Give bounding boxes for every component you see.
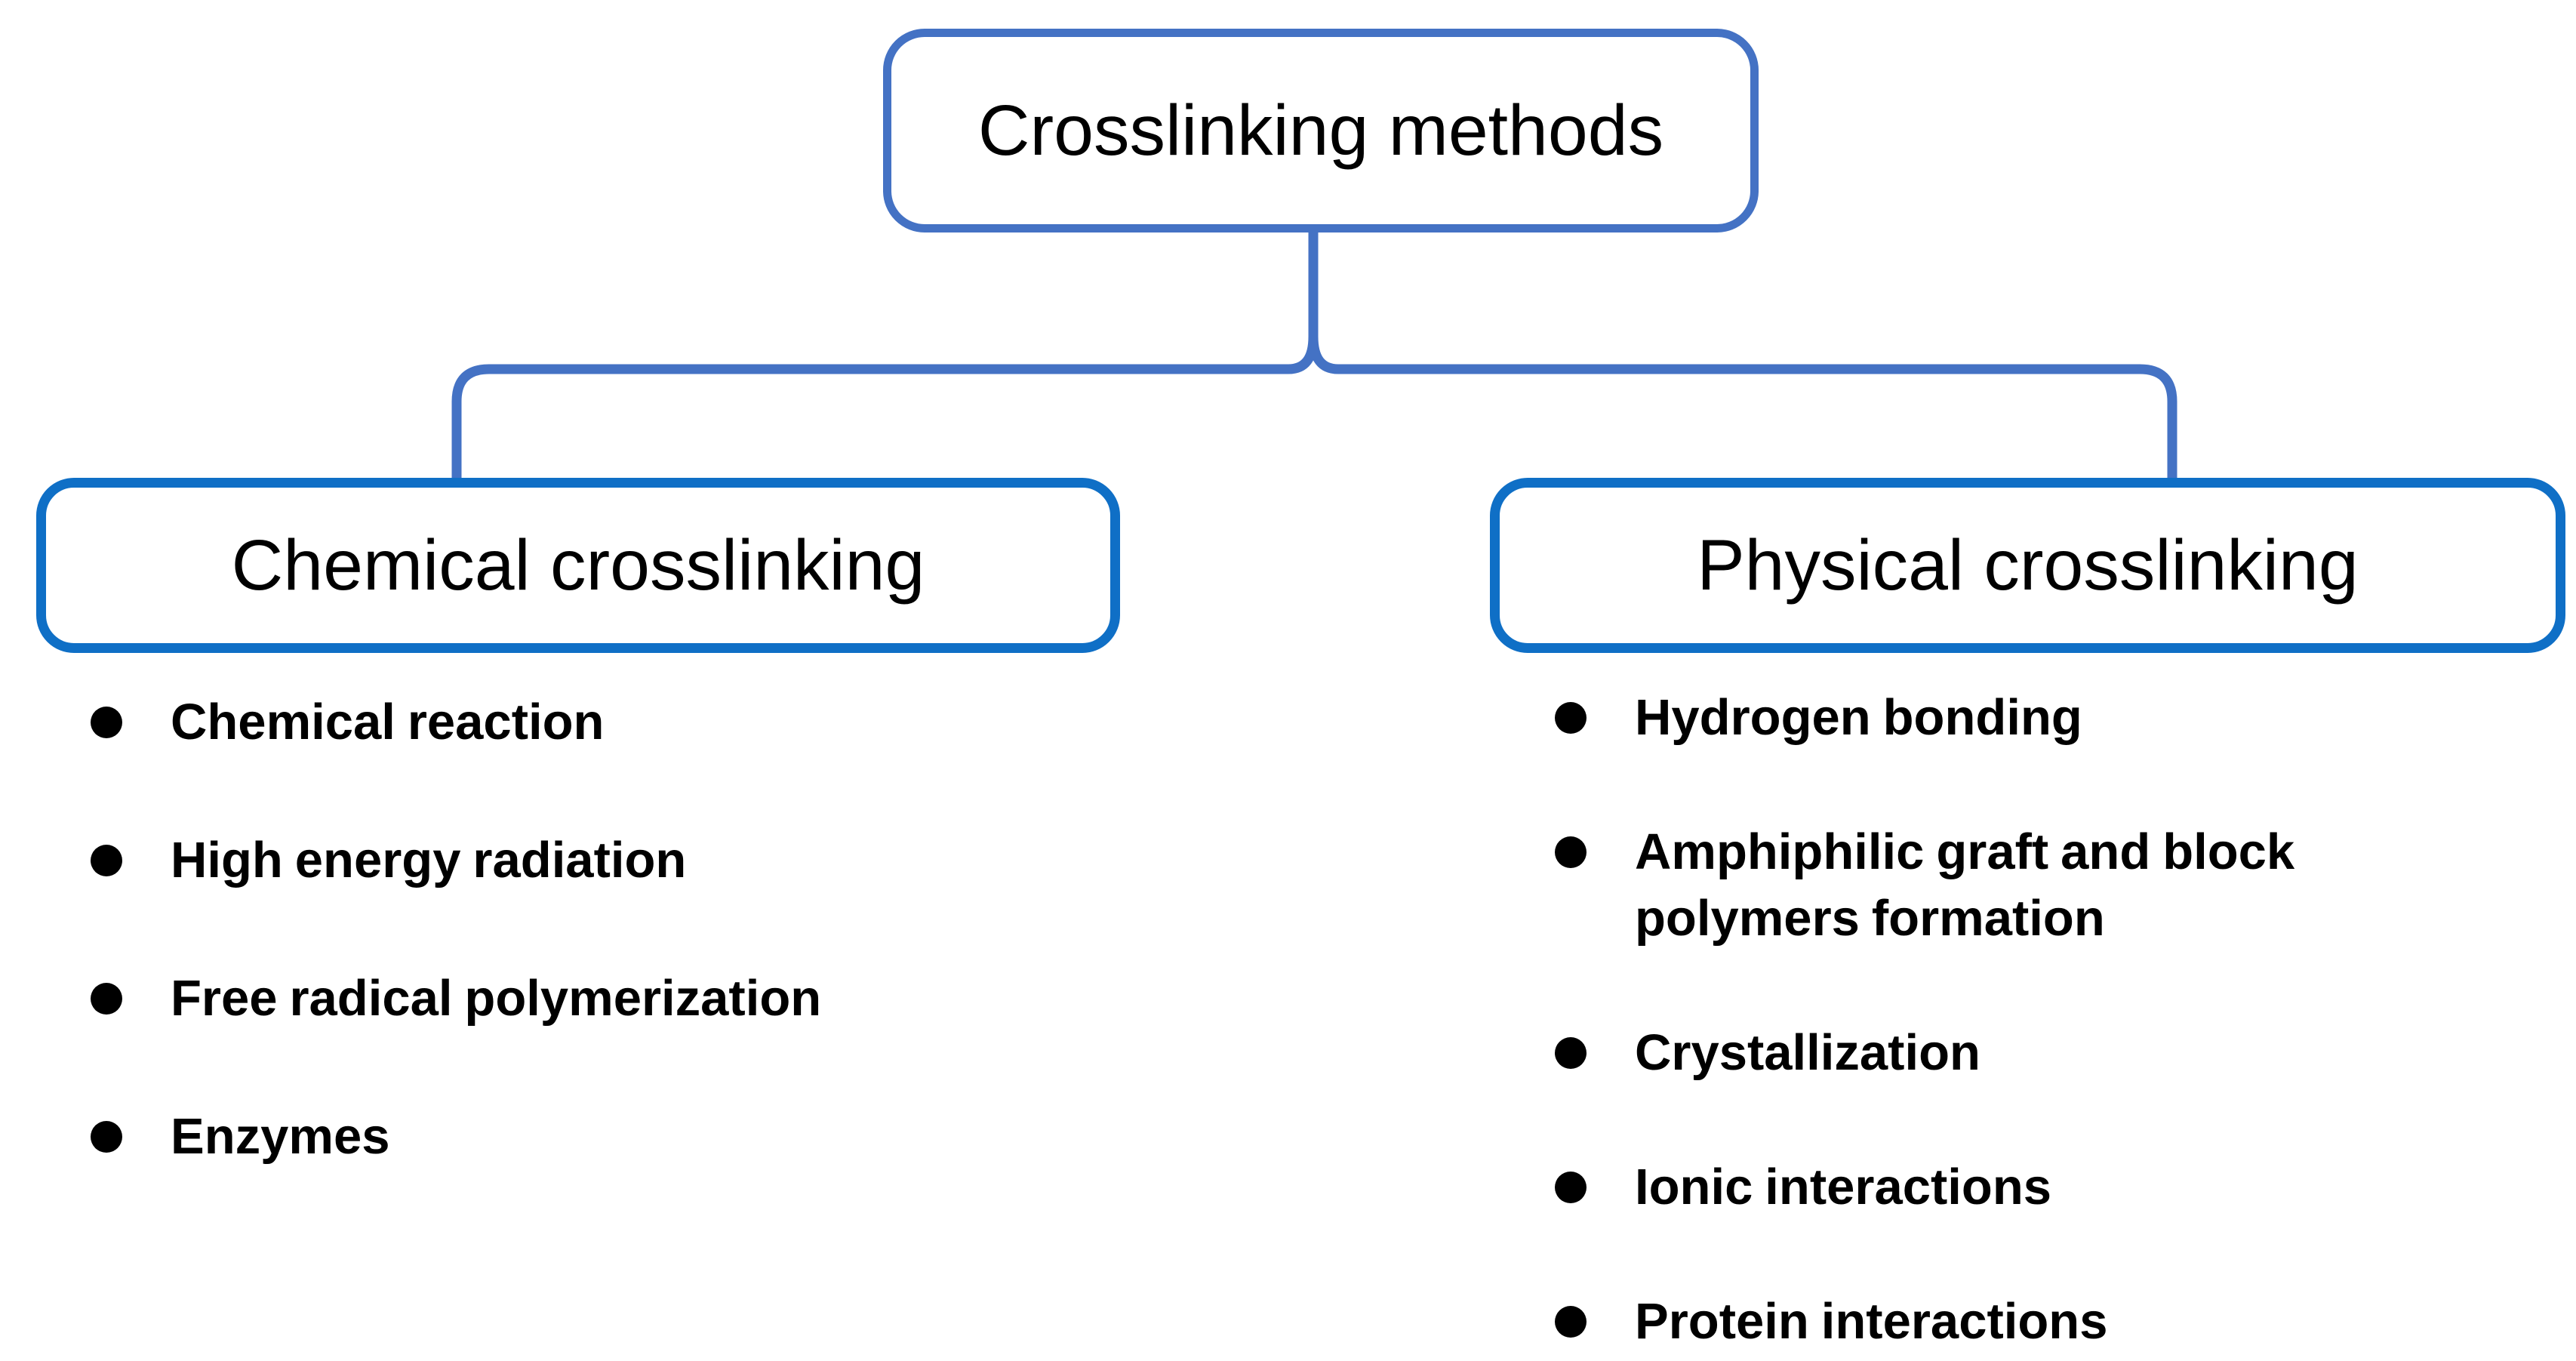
list-item-text: Hydrogen bonding: [1635, 689, 2082, 746]
list-item-text: Crystallization: [1635, 1024, 1980, 1081]
bullet-icon: [91, 983, 122, 1015]
list-item: Crystallization: [1555, 1020, 2294, 1086]
list-item-text: Protein interactions: [1635, 1293, 2108, 1350]
root-node-label: Crosslinking methods: [977, 90, 1664, 171]
bullet-icon: [1555, 1172, 1587, 1203]
root-node: Crosslinking methods: [883, 29, 1759, 232]
bullet-icon: [1555, 836, 1587, 868]
branch-node-physical: Physical crosslinking: [1490, 478, 2565, 653]
bullet-icon: [1555, 1306, 1587, 1338]
list-item-text: High energy radiation: [171, 832, 687, 888]
bullet-icon: [91, 707, 122, 738]
list-item: Free radical polymerization: [91, 965, 821, 1032]
list-item-text: Ionic interactions: [1635, 1159, 2052, 1215]
list-item-text: Chemical reaction: [171, 694, 605, 750]
list-item: Enzymes: [91, 1104, 821, 1170]
branch-node-chemical-label: Chemical crosslinking: [231, 525, 925, 605]
list-item: Protein interactions: [1555, 1289, 2294, 1355]
connector-right-branch: [1308, 228, 2177, 487]
bullet-icon: [1555, 702, 1587, 734]
bullet-icon: [91, 1121, 122, 1153]
list-item: Ionic interactions: [1555, 1154, 2294, 1221]
connector-left-branch: [451, 228, 1319, 487]
bullet-icon: [91, 845, 122, 876]
list-item: High energy radiation: [91, 827, 821, 894]
bullet-icon: [1555, 1037, 1587, 1069]
branch-node-physical-label: Physical crosslinking: [1697, 525, 2359, 605]
list-item: Chemical reaction: [91, 689, 821, 756]
list-item: Hydrogen bonding: [1555, 685, 2294, 751]
list-item-text: Free radical polymerization: [171, 970, 822, 1027]
list-item-text: Enzymes: [171, 1108, 390, 1165]
branch-node-chemical: Chemical crosslinking: [36, 478, 1120, 653]
